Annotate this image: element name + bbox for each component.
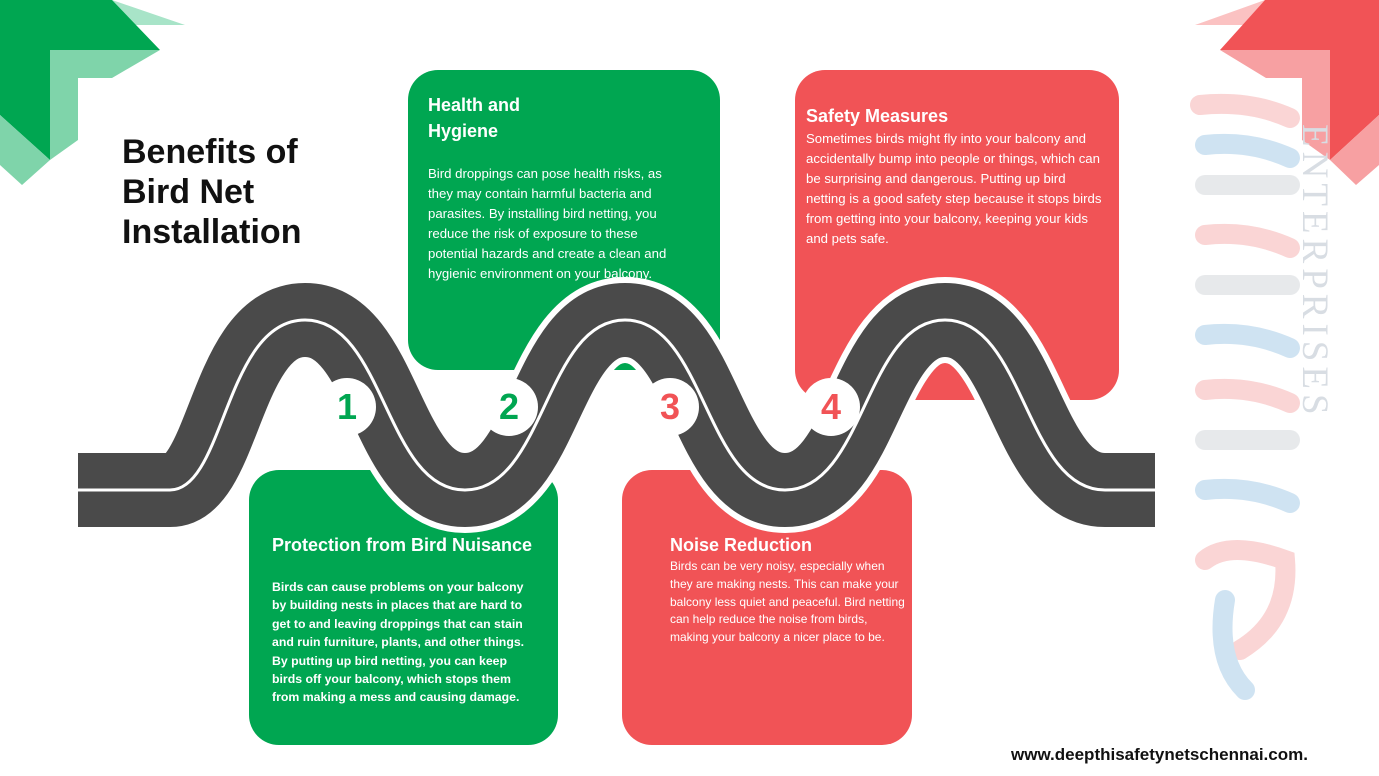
step-number-2: 2 bbox=[480, 378, 538, 436]
benefit-title: Safety Measures bbox=[806, 106, 949, 126]
benefit-card-noise: Noise Reduction Birds can be very noisy,… bbox=[622, 470, 912, 745]
page-title: Benefits of Bird Net Installation bbox=[122, 133, 302, 251]
benefit-text: Sometimes birds might fly into your balc… bbox=[806, 131, 1102, 246]
watermark-subtitle: ENTERPRISES bbox=[1294, 124, 1335, 420]
benefit-text: Bird droppings can pose health risks, as… bbox=[428, 166, 667, 281]
step-number-4: 4 bbox=[802, 378, 860, 436]
benefit-text: Birds can cause problems on your balcony… bbox=[272, 580, 525, 705]
top-right-chevron-icon bbox=[1195, 0, 1379, 185]
step-number-3: 3 bbox=[641, 378, 699, 436]
benefit-title: Protection from Bird Nuisance bbox=[272, 535, 533, 555]
benefit-text: Birds can be very noisy, especially when… bbox=[670, 559, 905, 645]
benefit-title: Noise Reduction bbox=[670, 535, 813, 555]
top-left-chevron-icon bbox=[0, 0, 185, 185]
step-number-1: 1 bbox=[318, 378, 376, 436]
benefit-title: Health and Hygiene bbox=[428, 95, 521, 141]
website-url: www.deepthisafetynetschennai.com. bbox=[1011, 745, 1308, 764]
